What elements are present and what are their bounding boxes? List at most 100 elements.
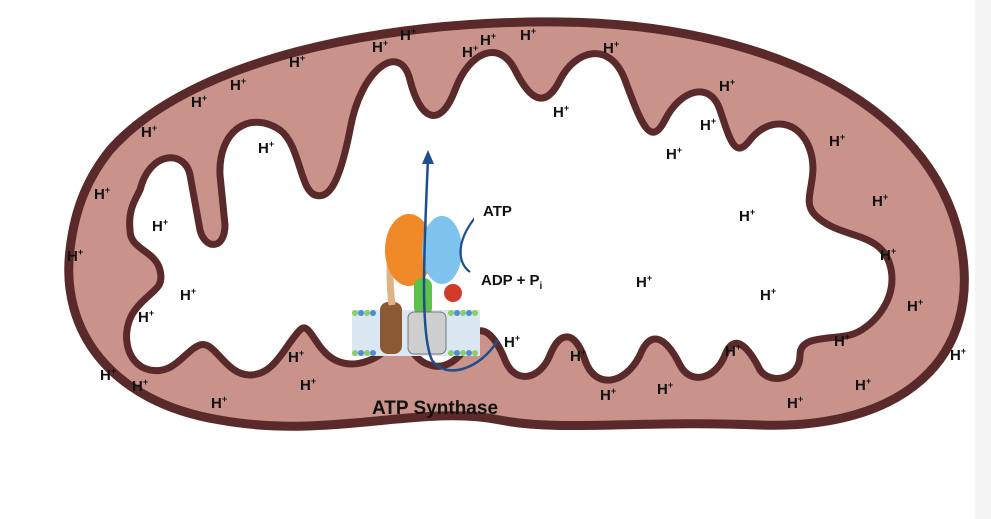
proton-symbol: H (787, 395, 798, 412)
proton-label: H+ (462, 43, 478, 61)
proton-label: H+ (760, 286, 776, 304)
proton-label: H+ (872, 192, 888, 210)
proton-label: H+ (138, 308, 154, 326)
lipid-head (370, 310, 376, 316)
proton-charge: + (105, 185, 110, 195)
proton-charge: + (473, 43, 478, 53)
proton-charge: + (111, 366, 116, 376)
proton-symbol: H (570, 348, 581, 365)
lipid-head (460, 350, 466, 356)
proton-label: H+ (636, 273, 652, 291)
proton-labels: H+H+H+H+H+H+H+H+H+H+H+H+H+H+H+H+H+H+H+H+… (67, 26, 966, 412)
lipid-head (448, 350, 454, 356)
proton-label: H+ (67, 247, 83, 265)
proton-label: H+ (719, 77, 735, 95)
proton-label: H+ (211, 394, 227, 412)
proton-flow-arrow (422, 157, 500, 372)
proton-label: H+ (141, 123, 157, 141)
proton-charge: + (152, 123, 157, 133)
proton-label: H+ (372, 38, 388, 56)
proton-label: H+ (855, 376, 871, 394)
proton-symbol: H (141, 124, 152, 141)
proton-symbol: H (907, 298, 918, 315)
proton-charge: + (78, 247, 83, 257)
proton-flow-arrowhead (422, 150, 434, 164)
proton-label: H+ (739, 207, 755, 225)
proton-label: H+ (725, 342, 741, 360)
proton-symbol: H (834, 333, 845, 350)
proton-symbol: H (719, 78, 730, 95)
proton-charge: + (300, 53, 305, 63)
proton-symbol: H (462, 44, 473, 61)
proton-charge: + (515, 333, 520, 343)
f1-subunit-blue (422, 216, 462, 284)
proton-label: H+ (603, 39, 619, 57)
lipid-head (352, 310, 358, 316)
proton-label: H+ (553, 103, 569, 121)
proton-charge: + (383, 38, 388, 48)
proton-symbol: H (739, 208, 750, 225)
proton-symbol: H (553, 104, 564, 121)
proton-charge: + (798, 394, 803, 404)
proton-label: H+ (666, 145, 682, 163)
adp-label-box (472, 264, 568, 294)
proton-symbol: H (211, 395, 222, 412)
proton-label: H+ (907, 297, 923, 315)
proton-symbol: H (636, 274, 647, 291)
adp-pi-label: ADP + Pi (481, 272, 543, 292)
lipid-head (370, 350, 376, 356)
proton-label: H+ (504, 333, 520, 351)
proton-symbol: H (666, 146, 677, 163)
atp-label: ATP (483, 203, 512, 220)
proton-symbol: H (950, 347, 961, 364)
proton-charge: + (891, 246, 896, 256)
proton-label: H+ (132, 377, 148, 395)
proton-label: H+ (230, 76, 246, 94)
proton-symbol: H (600, 387, 611, 404)
proton-symbol: H (657, 381, 668, 398)
proton-symbol: H (504, 334, 515, 351)
proton-symbol: H (100, 367, 111, 384)
proton-label: H+ (94, 185, 110, 203)
proton-charge: + (149, 308, 154, 318)
lipid-head (466, 350, 472, 356)
f1-subunit-orange (385, 214, 433, 286)
lipid-head (472, 310, 478, 316)
proton-charge: + (491, 31, 496, 41)
proton-symbol: H (603, 40, 614, 57)
lipid-head (352, 350, 358, 356)
proton-symbol: H (480, 32, 491, 49)
proton-label: H+ (258, 139, 274, 157)
proton-charge: + (918, 297, 923, 307)
proton-charge: + (883, 192, 888, 202)
proton-charge: + (840, 132, 845, 142)
lipid-head (454, 310, 460, 316)
proton-symbol: H (289, 54, 300, 71)
proton-charge: + (191, 286, 196, 296)
proton-charge: + (531, 26, 536, 36)
proton-charge: + (866, 376, 871, 386)
proton-symbol: H (520, 27, 531, 44)
proton-charge: + (771, 286, 776, 296)
proton-charge: + (564, 103, 569, 113)
atp-label-box (474, 196, 518, 224)
proton-charge: + (961, 346, 966, 356)
proton-symbol: H (300, 377, 311, 394)
proton-label: H+ (787, 394, 803, 412)
proton-charge: + (736, 342, 741, 352)
proton-label: H+ (570, 347, 586, 365)
proton-charge: + (143, 377, 148, 387)
adp-pi-main: ADP + P (481, 272, 540, 289)
proton-charge: + (730, 77, 735, 87)
proton-charge: + (711, 116, 716, 126)
proton-symbol: H (872, 193, 883, 210)
proton-label: H+ (191, 93, 207, 111)
proton-label: H+ (880, 246, 896, 264)
proton-symbol: H (230, 77, 241, 94)
proton-symbol: H (855, 377, 866, 394)
proton-charge: + (677, 145, 682, 155)
proton-label: H+ (657, 380, 673, 398)
proton-charge: + (269, 139, 274, 149)
right-edge-strip (975, 0, 991, 519)
proton-charge: + (647, 273, 652, 283)
